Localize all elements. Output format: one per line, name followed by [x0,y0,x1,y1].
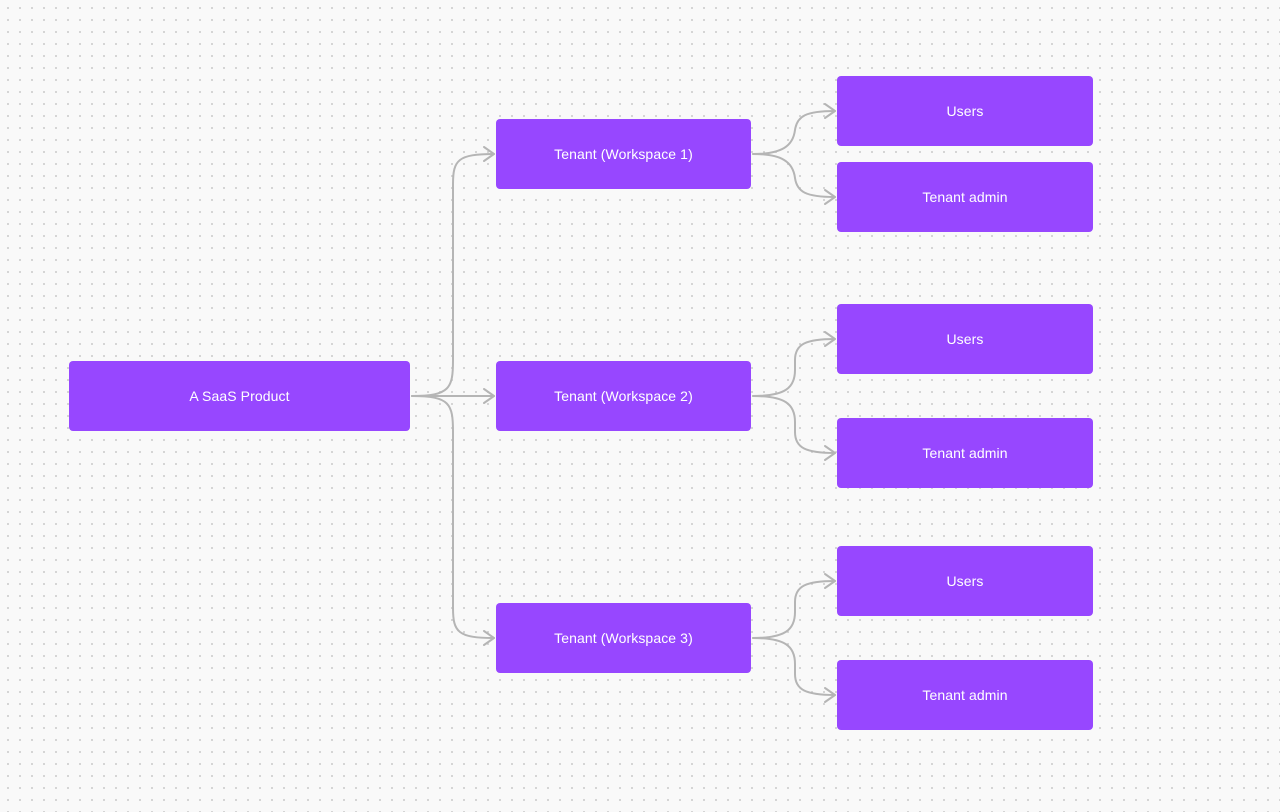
connector-tenant-1-users [752,110,836,155]
node-label: Tenant (Workspace 1) [554,146,693,162]
arrowhead-tenant-1-admin [824,189,836,205]
node-label: A SaaS Product [189,388,290,404]
node-workspace-1-users[interactable]: Users [837,76,1093,146]
arrowhead-tenant-3-admin [824,687,836,703]
connector-root-tenant-1 [411,153,495,397]
node-workspace-3-tenant-admin[interactable]: Tenant admin [837,660,1093,730]
arrowhead-tenant-2-users [824,331,836,347]
node-workspace-2-tenant-admin[interactable]: Tenant admin [837,418,1093,488]
node-workspace-2-users[interactable]: Users [837,304,1093,374]
node-saas-product[interactable]: A SaaS Product [69,361,410,431]
node-tenant-workspace-1[interactable]: Tenant (Workspace 1) [496,119,751,189]
node-workspace-1-tenant-admin[interactable]: Tenant admin [837,162,1093,232]
connector-tenant-1-admin [752,153,836,198]
node-label: Users [946,331,984,347]
arrowhead-tenant-1 [483,146,495,162]
arrowhead-tenant-2 [483,388,495,404]
node-tenant-workspace-3[interactable]: Tenant (Workspace 3) [496,603,751,673]
arrowhead-tenant-1-users [824,103,836,119]
node-label: Tenant admin [922,445,1008,461]
node-tenant-workspace-2[interactable]: Tenant (Workspace 2) [496,361,751,431]
connector-tenant-3-users [752,580,836,639]
arrowhead-tenant-3 [483,630,495,646]
connector-tenant-2-admin [752,395,836,454]
node-label: Tenant (Workspace 3) [554,630,693,646]
node-label: Users [946,573,984,589]
connector-tenant-3-admin [752,637,836,696]
node-label: Tenant admin [922,189,1008,205]
node-label: Tenant admin [922,687,1008,703]
arrowhead-tenant-3-users [824,573,836,589]
connector-tenant-2-users [752,338,836,397]
connector-root-tenant-3 [411,395,495,639]
node-label: Users [946,103,984,119]
node-workspace-3-users[interactable]: Users [837,546,1093,616]
arrowhead-tenant-2-admin [824,445,836,461]
node-label: Tenant (Workspace 2) [554,388,693,404]
